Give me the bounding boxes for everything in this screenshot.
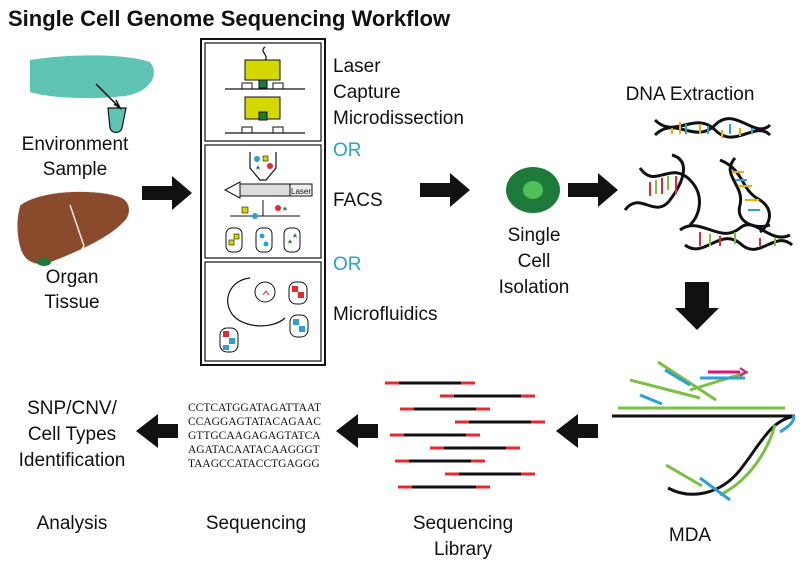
organ-label-line2: Tissue xyxy=(44,292,99,313)
laser-capture-icon xyxy=(225,46,305,134)
dna-extraction-label: DNA Extraction xyxy=(626,84,755,105)
analysis-line1: SNP/CNV/ xyxy=(27,398,117,419)
sequence-reads: CCTCATGGATAGATTAAT CCAGGAGTATACAGAAC GTT… xyxy=(188,402,321,470)
library-label-line1: Sequencing xyxy=(413,513,513,534)
arrow-sequencing-to-analysis xyxy=(136,414,178,448)
single-cell-line2: Cell xyxy=(518,251,551,272)
single-cell-icon xyxy=(506,167,560,213)
or-label-1: OR xyxy=(333,140,362,161)
read-line-5: TAAGCCATACCTGAGGG xyxy=(188,458,320,470)
environment-sample-icon xyxy=(30,55,154,134)
liver-organ-icon xyxy=(16,190,130,266)
microfluidics-icon xyxy=(219,277,309,353)
or-label-2: OR xyxy=(333,254,362,275)
diagram-title: Single Cell Genome Sequencing Workflow xyxy=(8,6,451,31)
sequencing-library-fragments xyxy=(385,381,545,489)
read-line-1: CCTCATGGATAGATTAAT xyxy=(188,402,321,414)
arrow-dna-to-mda xyxy=(675,282,719,330)
method-laser-line2: Capture xyxy=(333,82,401,103)
sequencing-label: Sequencing xyxy=(206,513,306,534)
method-facs: FACS xyxy=(333,190,383,211)
analysis-line2: Cell Types xyxy=(28,424,116,445)
mda-amplification-icon xyxy=(612,360,796,502)
arrow-isolation-to-cell xyxy=(420,173,470,207)
arrow-samples-to-isolation xyxy=(142,176,192,210)
read-line-4: AGATACAATACAAGGGT xyxy=(188,444,320,456)
read-line-3: GTTGCAAGAGAGTATCA xyxy=(188,430,321,442)
method-microfluidics: Microfluidics xyxy=(333,304,438,325)
single-cell-line1: Single xyxy=(508,225,561,246)
single-cell-line3: Isolation xyxy=(499,277,570,298)
analysis-label: Analysis xyxy=(37,513,108,534)
arrow-library-to-sequencing xyxy=(336,414,378,448)
read-line-2: CCAGGAGTATACAGAAC xyxy=(188,416,321,428)
environment-label-line1: Environment xyxy=(22,134,129,155)
method-laser-line3: Microdissection xyxy=(333,108,464,129)
analysis-line3: Identification xyxy=(19,450,126,471)
organ-label-line1: Organ xyxy=(46,267,99,288)
arrow-mda-to-library xyxy=(556,414,598,448)
facs-laser-label: Laser xyxy=(291,187,311,196)
environment-label-line2: Sample xyxy=(43,159,107,180)
dna-helix-icon xyxy=(623,117,793,251)
library-label-line2: Library xyxy=(434,539,493,560)
mda-label: MDA xyxy=(669,525,712,546)
facs-icon: Laser xyxy=(223,152,313,253)
method-laser-line1: Laser xyxy=(333,56,381,77)
arrow-cell-to-dna xyxy=(568,173,618,207)
